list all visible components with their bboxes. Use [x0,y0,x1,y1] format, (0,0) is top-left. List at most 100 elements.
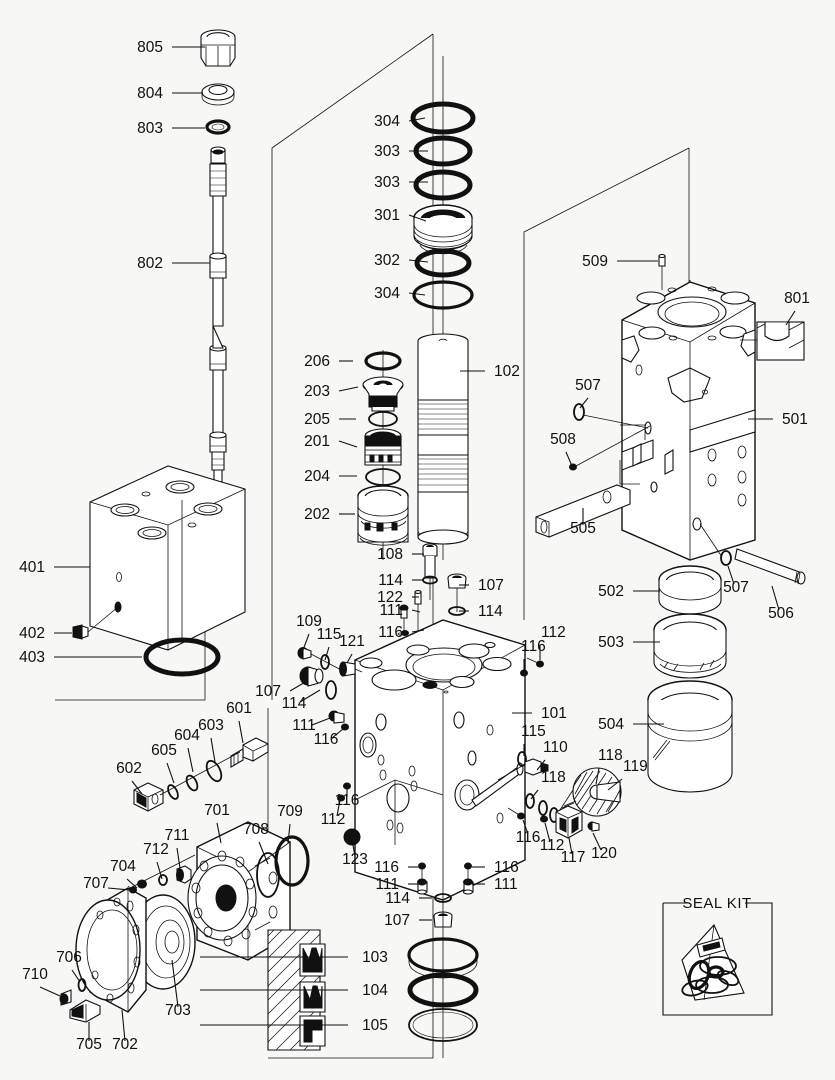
callout-number: 701 [204,802,230,819]
part-509-pin [658,253,666,290]
leader-line [336,799,341,817]
part-507-oring-b [720,550,732,566]
callout-116: 116 [374,859,418,876]
callout-304: 304 [374,285,426,302]
callout-123: 123 [342,839,368,868]
callout-115: 115 [521,723,546,756]
callout-number: 117 [561,849,586,866]
callout-301: 301 [374,207,427,224]
callout-507: 507 [575,377,601,409]
callout-120: 120 [591,832,617,862]
part-112-pin-b [337,794,345,802]
callout-401: 401 [19,559,90,576]
callout-402: 402 [19,625,72,642]
callout-number: 401 [19,559,45,576]
callout-116: 116 [516,819,540,846]
callout-number: 710 [22,966,48,983]
callout-number: 115 [317,626,342,643]
leader-line [530,789,539,800]
leader-line [785,310,796,326]
callout-114: 114 [378,572,423,589]
part-114-washer-c [325,680,337,700]
callout-number: 111 [379,602,403,619]
callout-403: 403 [19,649,142,666]
callout-603: 603 [198,717,224,763]
callout-number: 303 [374,143,400,160]
callout-116: 116 [521,638,546,671]
callout-107: 107 [384,912,432,929]
part-603-oring [205,759,223,783]
callout-number: 304 [374,113,400,130]
callout-115: 115 [317,626,342,661]
callout-505: 505 [570,508,596,537]
callout-number: 402 [19,625,45,642]
leader-600-axis [159,751,241,796]
callout-number: 711 [165,827,190,844]
callout-601: 601 [226,700,252,744]
callout-number: 112 [321,811,346,828]
callout-502: 502 [598,583,660,600]
leader-line [289,680,308,692]
leader-line [210,737,216,763]
leader-line [131,780,143,795]
callout-number: 301 [374,207,400,224]
callout-number: 509 [582,253,608,270]
callout-number: 116 [494,859,519,876]
callout-number: 112 [540,837,565,854]
part-507-oring-a [573,403,585,421]
callout-506: 506 [768,585,794,622]
callout-704: 704 [110,858,138,889]
seal-kit-box: SEAL KIT [662,895,773,1016]
callout-number: 706 [56,949,82,966]
callout-number: 114 [478,603,503,620]
part-605-oring [167,784,179,800]
callout-114: 114 [282,689,321,712]
part-712-washer [158,874,168,886]
callout-701: 701 [204,802,230,844]
leader-line [522,819,529,835]
callout-122: 122 [377,589,419,606]
part-111-bolt-d [462,878,474,895]
leader-line [39,986,61,997]
callout-116: 116 [335,788,359,809]
callout-303: 303 [374,174,428,191]
callout-111: 111 [375,876,418,893]
callout-number: 506 [768,605,794,622]
callout-802: 802 [137,255,210,272]
callout-508: 508 [550,431,576,467]
callout-709: 709 [277,803,303,844]
callout-number: 507 [575,377,601,394]
leader-line [166,762,175,784]
part-303-oring-b [413,169,473,201]
leader-line [408,292,426,296]
leader-line [258,841,269,865]
part-121-fitting [339,661,363,677]
callout-116: 116 [378,624,425,641]
part-108-pin [422,543,438,600]
callout-number: 303 [374,174,400,191]
callout-118: 118 [530,769,566,800]
callout-108: 108 [377,546,424,563]
callout-number: 602 [116,760,142,777]
callout-705: 705 [76,1022,102,1053]
callout-711: 711 [165,827,190,869]
leader-line [171,959,179,1008]
callout-303: 303 [374,143,428,160]
callout-117: 117 [561,837,586,866]
part-201-seal-assembly [364,428,402,466]
part-709-oring [274,835,310,887]
part-302-oring [414,248,472,278]
callout-number: 118 [541,769,566,786]
leader-line [408,117,426,122]
part-504-cylinder-sleeve [647,680,733,793]
leader-line [338,440,358,448]
callout-number: 505 [570,520,596,537]
callout-111: 111 [292,717,331,734]
callout-604: 604 [174,727,200,773]
leader-line [565,451,573,467]
leader-line [568,837,573,855]
part-111-bolt-b [328,710,345,724]
callout-number: 601 [226,700,252,717]
leader-line [302,633,310,651]
part-804-washer [201,83,235,106]
